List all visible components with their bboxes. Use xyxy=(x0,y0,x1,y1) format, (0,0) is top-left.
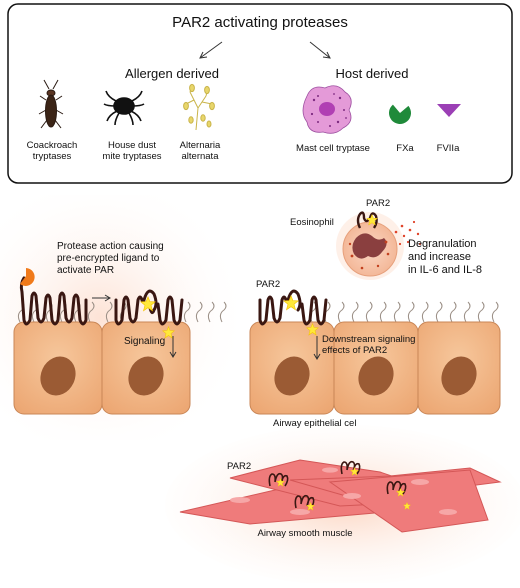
downstream-arrow xyxy=(313,336,321,360)
protease-box xyxy=(7,3,513,184)
par2-muscle-label: PAR2 xyxy=(227,461,252,472)
smooth-muscle-cells xyxy=(179,459,502,533)
par2-receptor-active xyxy=(114,289,184,326)
fungus-icon xyxy=(183,83,215,131)
activation-arrow xyxy=(92,294,111,302)
alternaria-label: Alternaria alternata xyxy=(179,140,221,163)
par2-receptor-muscle xyxy=(268,460,407,509)
nucleus xyxy=(358,356,394,396)
par2-epithelial-label: PAR2 xyxy=(256,279,281,290)
protease-action-label: Protease action causing pre-encrypted li… xyxy=(57,241,164,276)
par2-receptor-epithelial xyxy=(258,289,328,326)
nucleus xyxy=(40,356,76,396)
page-title: PAR2 activating proteases xyxy=(172,14,348,31)
nucleus xyxy=(274,356,310,396)
mast-cell-label: Mast cell tryptase xyxy=(296,143,370,154)
right-cilia xyxy=(309,301,499,323)
fxa-icon xyxy=(389,104,411,124)
par2-receptor-inactive xyxy=(19,276,88,326)
mast-cell-icon xyxy=(302,85,352,134)
cockroach-icon xyxy=(38,79,64,129)
nucleus xyxy=(128,356,164,396)
epithelial-label: Airway epithelial cel xyxy=(273,418,357,429)
signaling-label: Signaling xyxy=(124,336,166,347)
smooth-muscle-label: Airway smooth muscle xyxy=(257,528,353,539)
cockroach-label: Coackroach tryptases xyxy=(26,140,78,163)
muscle-nuclei xyxy=(230,467,457,515)
degranulation-dots xyxy=(394,220,422,246)
protease-icon xyxy=(20,268,35,286)
eosinophil-granules xyxy=(348,240,390,270)
allergen-heading: Allergen derived xyxy=(125,66,219,81)
title-arrows xyxy=(199,41,331,59)
eosinophil-nucleus xyxy=(352,233,387,259)
par2-receptor-eosinophil xyxy=(356,211,378,229)
fxa-label: FXa xyxy=(396,143,414,154)
fviia-label: FVIIa xyxy=(436,143,460,154)
signaling-arrow xyxy=(169,336,177,358)
host-heading: Host derived xyxy=(335,66,409,81)
nucleus xyxy=(441,356,477,396)
downstream-label: Downstream signaling effects of PAR2 xyxy=(322,334,416,357)
eosinophil-label: Eosinophil xyxy=(290,217,334,228)
degranulation-label: Degranulation and increase in IL-6 and I… xyxy=(408,238,482,277)
par2-eosinophil-label: PAR2 xyxy=(366,198,391,209)
dust-mite-label: House dust mite tryptases xyxy=(102,140,162,163)
fviia-icon xyxy=(437,104,461,117)
dust-mite-icon xyxy=(103,90,145,126)
